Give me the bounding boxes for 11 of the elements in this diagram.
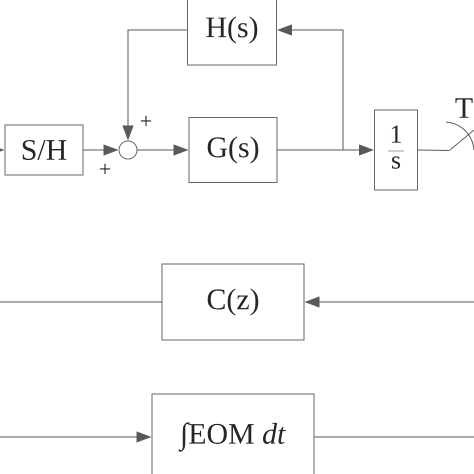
block-box: G(s)	[188, 117, 278, 183]
summing-junction	[118, 140, 138, 160]
sign-label: +	[140, 116, 152, 126]
block-box: S/H	[4, 124, 84, 176]
block-box: ∫EOM dt	[152, 394, 314, 474]
block-box: C(z)	[162, 264, 304, 340]
block-box: 1 s	[374, 110, 418, 190]
sign-label: +	[100, 164, 110, 174]
sampler-switch	[446, 122, 474, 150]
block-box: H(s)	[187, 0, 277, 66]
sampling-period-label: T	[455, 98, 473, 118]
